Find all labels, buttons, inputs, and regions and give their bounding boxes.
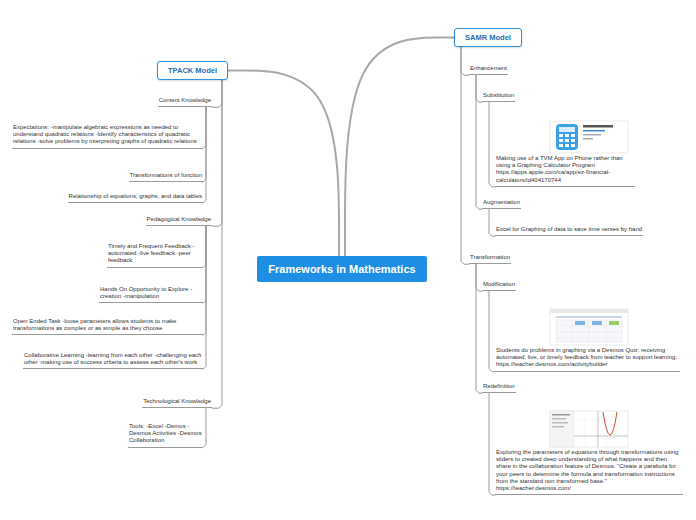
subtopic: Open Ended Task -loose parameters allows… — [12, 318, 203, 335]
branch-line — [212, 80, 222, 408]
central-topic-text: Frameworks in Mathematics — [268, 263, 415, 275]
subtopic-text: Transformation — [470, 254, 510, 261]
subtopic: Students do problems in graphing via a D… — [495, 347, 680, 372]
subtopic: Timely and Frequent Feedback -automated … — [107, 243, 203, 268]
graph-screenshot — [550, 411, 628, 447]
subtopic-text: Making use of a TVM App on Phone rather … — [496, 155, 634, 184]
subtopic: Excel for Graphing of data to save time … — [495, 226, 643, 236]
subtopic-text: Modification — [483, 281, 515, 288]
subtopic-text: Technological Knowledge — [143, 398, 211, 405]
subtopic: Transformation — [469, 254, 511, 264]
subtopic-text: Expectations: -manipulate algebraic expr… — [13, 124, 202, 146]
subtopic-text: Substitution — [483, 92, 514, 99]
subtopic-text: Tools: -Excel -Demos -Desmos Activities … — [129, 423, 202, 445]
main-topic-text: TPACK Model — [168, 66, 217, 75]
main-topic-text: SAMR Model — [465, 33, 511, 42]
subtopic: Collaborative Learning -learning from ea… — [23, 352, 203, 369]
branch-line — [461, 47, 469, 75]
subtopic: Making use of a TVM App on Phone rather … — [495, 155, 635, 187]
subtopic: Relationship of equations, graphs, and d… — [68, 193, 203, 203]
subtopic: Redefinition — [482, 383, 516, 393]
subtopic-text: Exploring the parameters of equations th… — [496, 449, 682, 492]
subtopic: Enhancement — [469, 65, 508, 75]
subtopic-text: Hands On Opportunity to Explore -creatio… — [100, 286, 202, 300]
subtopic-text: Transformations of function — [130, 172, 202, 179]
subtopic: Content Knowledge — [158, 97, 212, 107]
branch-curve — [345, 38, 454, 257]
subtopic-text: Open Ended Task -loose parameters allows… — [13, 318, 202, 332]
subtopic: Hands On Opportunity to Explore -creatio… — [99, 286, 203, 303]
branch-line — [203, 408, 206, 447]
branch-line — [212, 80, 222, 226]
branch-line — [461, 47, 469, 264]
subtopic-text: Redefinition — [483, 383, 515, 390]
subtopic: Exploring the parameters of equations th… — [495, 449, 683, 495]
subtopic: Expectations: -manipulate algebraic expr… — [12, 124, 203, 149]
subtopic-text: Timely and Frequent Feedback -automated … — [108, 243, 202, 265]
subtopic-text: Enhancement — [470, 65, 507, 72]
branch-curve — [228, 71, 339, 257]
subtopic: Pedagogical Knowledge — [146, 216, 212, 226]
branch-line — [203, 107, 206, 203]
desmos-screenshot — [550, 309, 628, 345]
subtopic-text: Collaborative Learning -learning from ea… — [24, 352, 202, 366]
subtopic: Augmentation — [482, 199, 521, 209]
subtopic-text: Students do problems in graphing via a D… — [496, 347, 679, 369]
subtopic-text: Content Knowledge — [159, 97, 211, 104]
main-topic: SAMR Model — [454, 28, 522, 47]
subtopic: Transformations of function — [129, 172, 203, 182]
subtopic: Technological Knowledge — [142, 398, 212, 408]
subtopic-text: Excel for Graphing of data to save time … — [496, 226, 642, 233]
subtopic: Tools: -Excel -Demos -Desmos Activities … — [128, 423, 203, 448]
main-topic: TPACK Model — [157, 61, 228, 80]
subtopic-text: Pedagogical Knowledge — [147, 216, 211, 223]
app-screenshot — [550, 121, 628, 153]
branch-line — [212, 80, 222, 107]
subtopic-text: Augmentation — [483, 199, 520, 206]
subtopic-text: Relationship of equations, graphs, and d… — [69, 193, 202, 200]
branch-line — [203, 226, 206, 369]
subtopic: Modification — [482, 281, 516, 291]
central-topic: Frameworks in Mathematics — [257, 256, 427, 282]
subtopic: Substitution — [482, 92, 515, 102]
